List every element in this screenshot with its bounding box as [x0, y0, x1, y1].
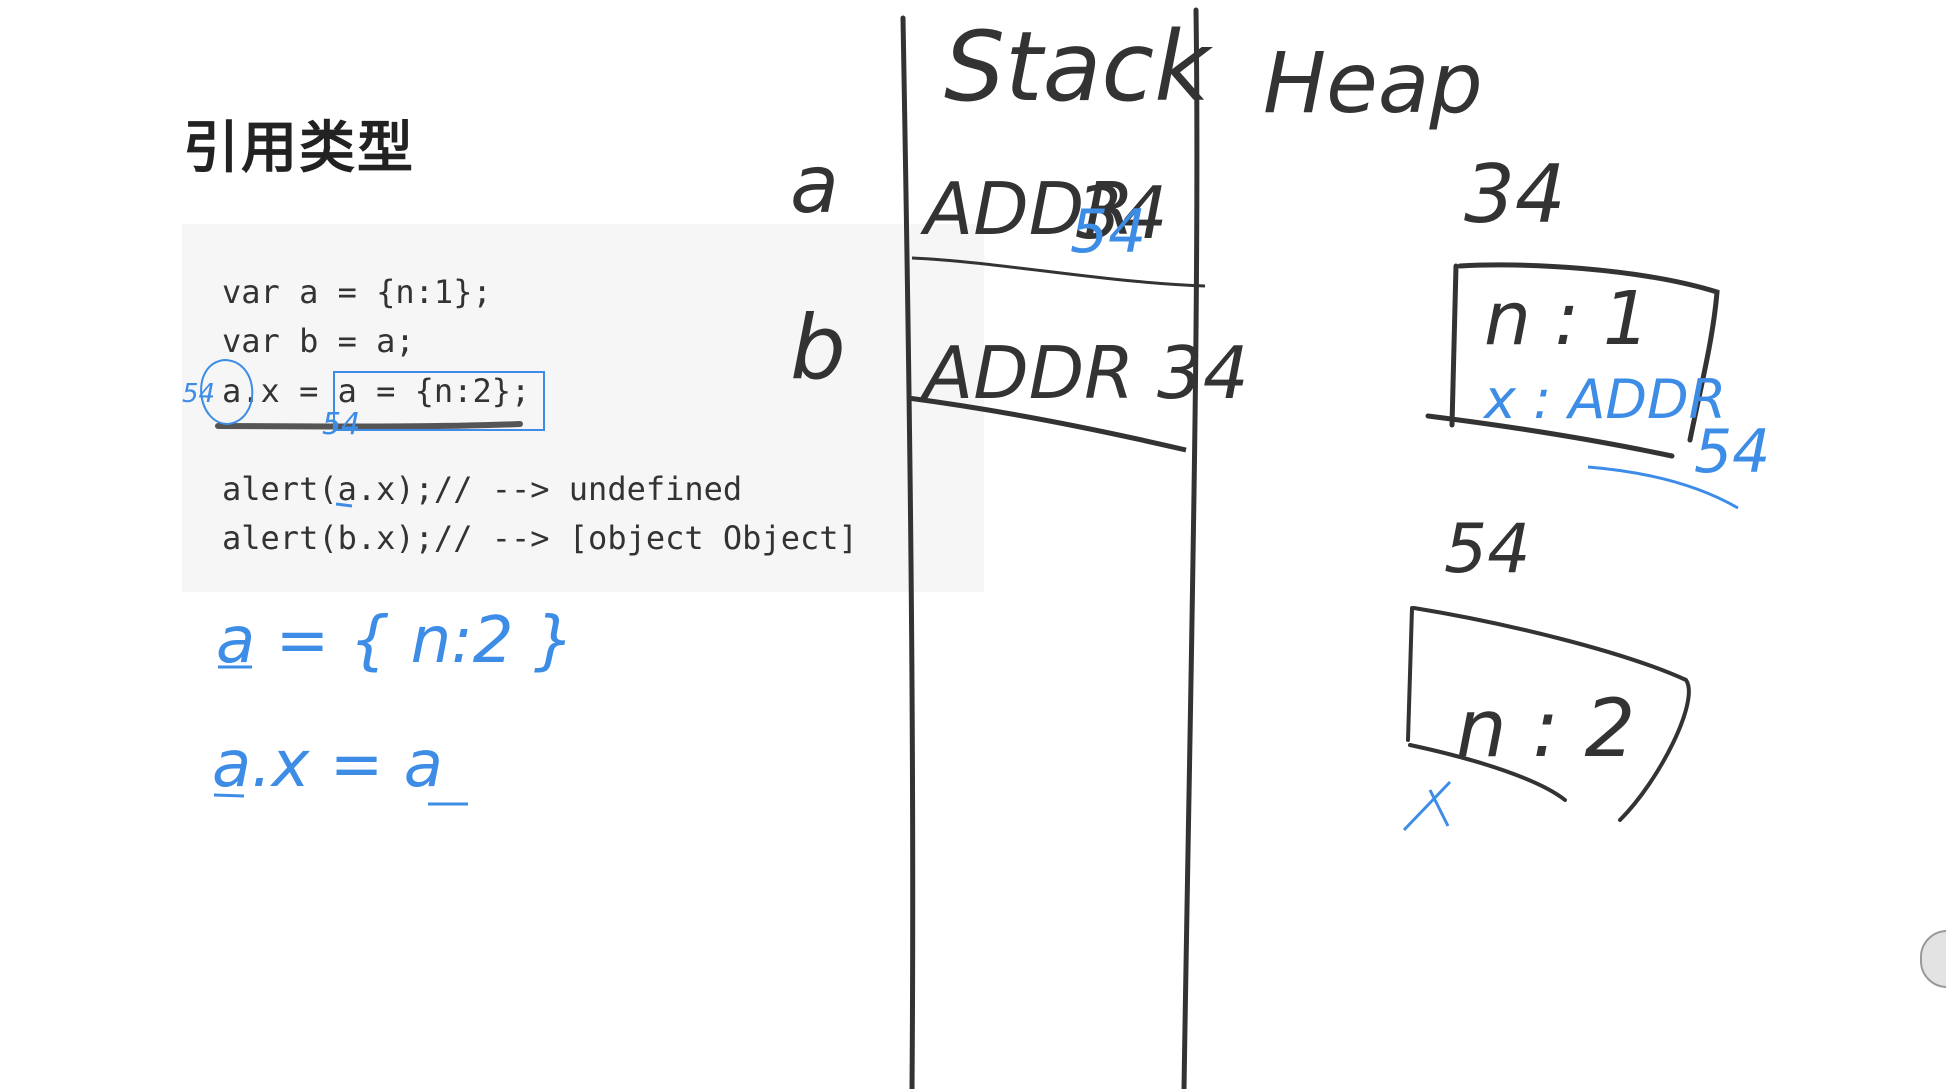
- slide-title: 引用类型: [183, 116, 415, 181]
- heap-obj-1-n: n : 1: [1484, 276, 1650, 362]
- note-line-2: a.x = a: [212, 728, 443, 802]
- a-addr-new: 54: [1070, 197, 1146, 267]
- code-line: var b = a;: [222, 322, 415, 360]
- heap-addr-2: 54: [1444, 510, 1531, 589]
- stack-label: Stack: [944, 11, 1213, 123]
- heap-obj-2-n: n : 2: [1456, 682, 1635, 775]
- heap-object-1-box: [1425, 262, 1720, 459]
- a-addr-old: 34: [1076, 171, 1168, 255]
- heap-label: Heap: [1263, 34, 1483, 132]
- heap-x-underline: [1587, 465, 1739, 510]
- code-line: a.x = a = {n:2};: [222, 372, 531, 410]
- code-line: var a = {n:1};: [222, 273, 492, 311]
- heap-obj-1-x: x : ADDR: [1482, 368, 1726, 431]
- heap-x-cross: [1402, 780, 1452, 832]
- scroll-handle[interactable]: [1920, 930, 1946, 988]
- code-line: alert(b.x);// --> [object Object]: [222, 519, 858, 557]
- note-line-1: a = { n:2 }: [216, 604, 575, 678]
- heap-object-2-box: [1406, 606, 1691, 822]
- code-line: alert(a.x);// --> undefined: [222, 470, 743, 508]
- var-a-label: a: [790, 138, 839, 231]
- note-underline-ax: [213, 793, 245, 798]
- code-block: var a = {n:1}; var b = a; a.x = a = {n:2…: [182, 224, 984, 592]
- heap-obj-1-x-ref: 54: [1694, 417, 1770, 487]
- stack-right-line: [1181, 7, 1200, 1089]
- heap-addr-1: 34: [1464, 148, 1566, 241]
